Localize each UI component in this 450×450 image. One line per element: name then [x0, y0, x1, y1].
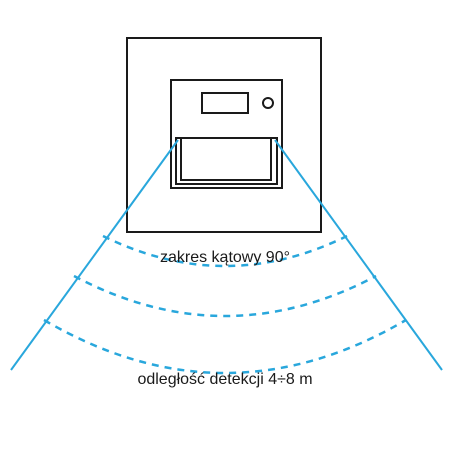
led-indicator-icon: [262, 97, 274, 109]
detection-arc-2: [73, 274, 377, 318]
device-body: [170, 79, 283, 189]
display-icon: [201, 92, 249, 114]
detection-distance-label: odległość detekcji 4÷8 m: [137, 371, 312, 388]
wall-plate: [126, 37, 322, 233]
sensor-window-icon: [180, 137, 272, 181]
detection-arc-3: [43, 318, 407, 375]
detection-boundary-right: [274, 139, 443, 371]
angle-range-label: zakres kątowy 90°: [160, 249, 290, 266]
detection-boundary-left: [10, 139, 179, 371]
sensor-window-outer: [175, 137, 278, 185]
